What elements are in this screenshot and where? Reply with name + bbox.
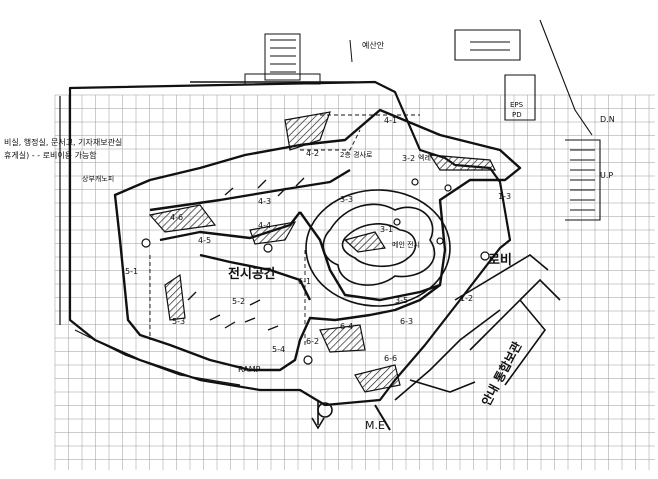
zone-5-3: 5-3 (172, 317, 186, 326)
zone-6-1: 6-1 (298, 277, 312, 286)
zone-6-6: 6-6 (384, 354, 398, 363)
zone-4-2-note: 2층 경사로 (340, 151, 373, 159)
zone-1-2: 1-2 (460, 294, 474, 303)
lounge-note: 휴게실) - - 로비이용 가능함 (4, 151, 97, 160)
zone-5-4: 5-4 (272, 345, 286, 354)
zone-3-1-note: 메인 전시 (392, 241, 420, 249)
zone-3-1: 3-1 (380, 225, 394, 234)
zone-5-2: 5-2 (232, 297, 246, 306)
building-outline (59, 80, 512, 407)
columns (141, 178, 490, 365)
rooms-note: 비실, 행정실, 문서고, 기자재보관실 (4, 138, 123, 147)
zone-3-3: 3-3 (340, 195, 354, 204)
lobby-walls (394, 254, 561, 401)
lobby-label: 로비 (488, 253, 512, 268)
me-label: M.E (365, 419, 385, 432)
elevation-sketch (190, 33, 355, 85)
zone-6-2: 6-2 (306, 337, 320, 346)
zone-1-3: 1-3 (498, 192, 512, 201)
eps-label: EPS (510, 101, 524, 109)
zone-3-2-note: 엑레 (418, 154, 431, 162)
zone-4-3: 4-3 (258, 197, 272, 206)
grid-lines (54, 94, 655, 470)
zone-3-5: 3-5 (395, 296, 409, 305)
zone-4-2: 4-2 (306, 149, 320, 158)
gallery-outline (113, 108, 522, 372)
canopy-note: 상부캐노피 (82, 175, 115, 183)
zone-6-3: 6-3 (400, 317, 414, 326)
entrance-arrow (311, 400, 391, 431)
zone-3-2: 3-2 (402, 154, 416, 163)
zone-5-1: 5-1 (125, 267, 139, 276)
zone-4-5: 4-5 (198, 236, 212, 245)
circulation-lines (149, 114, 420, 345)
pd-label: PD (512, 111, 522, 119)
elevation-note: 예산안 (362, 41, 385, 50)
exhibition-hall-label: 전시공간 (228, 267, 276, 282)
stair-core (454, 19, 601, 221)
up-label: U.P (600, 171, 614, 180)
hatched-volumes (148, 111, 496, 393)
zone-4-1: 4-1 (384, 116, 398, 125)
display-marks (187, 177, 305, 331)
zone-4-6: 4-6 (170, 213, 184, 222)
central-oval (305, 189, 451, 307)
ramp-label: RAMP (238, 365, 261, 374)
zone-6-4: 6-4 (340, 322, 354, 331)
down-label: D.N (600, 115, 615, 124)
zone-4-4: 4-4 (258, 221, 272, 230)
